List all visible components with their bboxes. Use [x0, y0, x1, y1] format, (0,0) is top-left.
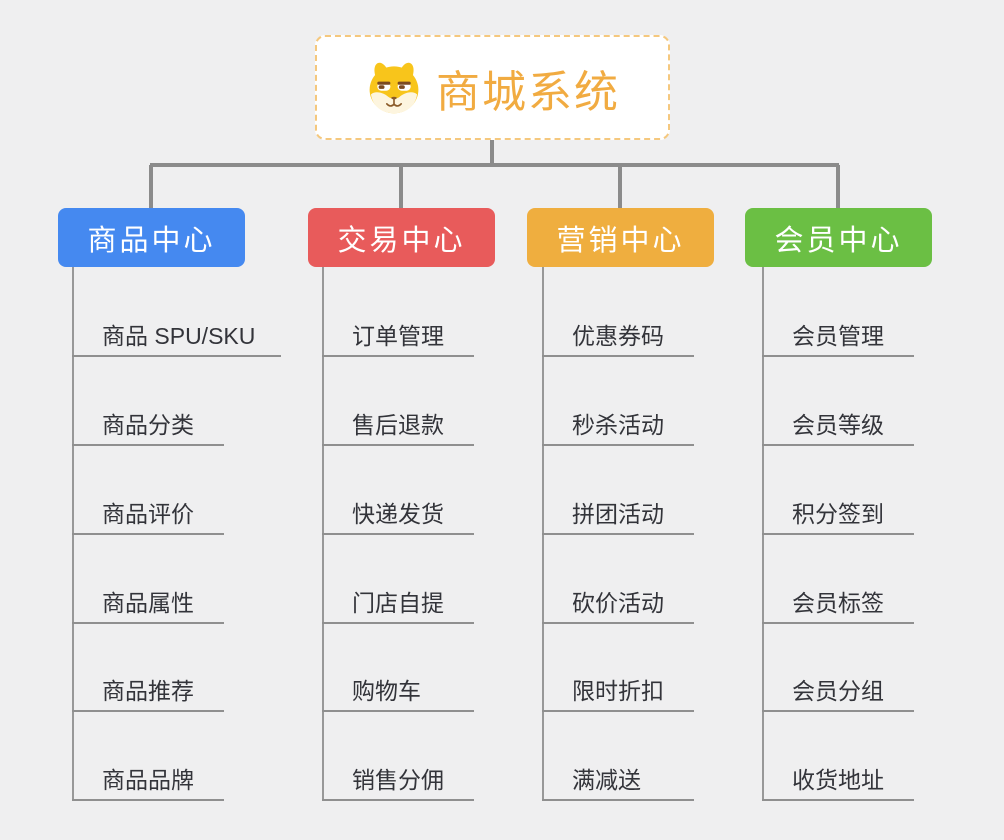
leaf-node[interactable]: 订单管理 — [322, 317, 474, 357]
connector-drop-products — [149, 165, 153, 208]
leaf-node[interactable]: 快递发货 — [322, 495, 474, 535]
leaf-node[interactable]: 收货地址 — [762, 761, 914, 801]
leaf-label: 会员分组 — [792, 678, 884, 704]
leaf-label: 限时折扣 — [572, 678, 664, 704]
leaf-node[interactable]: 商品属性 — [72, 584, 224, 624]
leaf-node[interactable]: 会员分组 — [762, 672, 914, 712]
leaf-node[interactable]: 满减送 — [542, 761, 694, 801]
leaf-label: 满减送 — [572, 767, 641, 793]
leaf-node[interactable]: 商品 SPU/SKU — [72, 317, 282, 357]
leaf-node[interactable]: 商品推荐 — [72, 672, 224, 712]
leaf-node[interactable]: 会员管理 — [762, 317, 914, 357]
leaf-label: 商品评价 — [102, 501, 194, 527]
branch-node-products[interactable]: 商品中心 — [58, 208, 245, 267]
leaf-node[interactable]: 商品分类 — [72, 406, 224, 446]
leaf-label: 购物车 — [352, 678, 421, 704]
connector-rail — [150, 163, 839, 167]
leaf-node[interactable]: 会员等级 — [762, 406, 914, 446]
leaf-label: 收货地址 — [792, 767, 884, 793]
connector-root-stem — [490, 140, 494, 165]
connector-drop-trade — [399, 165, 403, 208]
branch-node-members[interactable]: 会员中心 — [745, 208, 932, 267]
leaf-node[interactable]: 门店自提 — [322, 584, 474, 624]
leaf-node[interactable]: 优惠券码 — [542, 317, 694, 357]
leaf-label: 商品品牌 — [102, 767, 194, 793]
leaf-label: 售后退款 — [352, 412, 444, 438]
leaf-label: 砍价活动 — [572, 590, 664, 616]
connector-drop-members — [836, 165, 840, 208]
leaf-label: 优惠券码 — [572, 323, 664, 349]
leaf-label: 商品 SPU/SKU — [102, 323, 256, 349]
leaf-node[interactable]: 销售分佣 — [322, 761, 474, 801]
leaf-node[interactable]: 购物车 — [322, 672, 474, 712]
leaf-label: 会员标签 — [792, 590, 884, 616]
leaf-label: 积分签到 — [792, 501, 884, 527]
leaf-label: 会员管理 — [792, 323, 884, 349]
leaf-label: 会员等级 — [792, 412, 884, 438]
leaf-node[interactable]: 秒杀活动 — [542, 406, 694, 446]
leaf-node[interactable]: 售后退款 — [322, 406, 474, 446]
leaf-label: 商品推荐 — [102, 678, 194, 704]
leaf-node[interactable]: 积分签到 — [762, 495, 914, 535]
leaf-label: 销售分佣 — [352, 767, 444, 793]
leaf-node[interactable]: 会员标签 — [762, 584, 914, 624]
leaf-node[interactable]: 商品评价 — [72, 495, 224, 535]
root-title: 商城系统 — [436, 67, 620, 117]
leaf-label: 拼团活动 — [572, 501, 664, 527]
connector-drop-marketing — [618, 165, 622, 208]
leaf-node[interactable]: 砍价活动 — [542, 584, 694, 624]
leaf-label: 商品属性 — [102, 590, 194, 616]
leaf-node[interactable]: 拼团活动 — [542, 495, 694, 535]
leaf-label: 快递发货 — [352, 501, 444, 527]
leaf-label: 商品分类 — [102, 412, 194, 438]
root-node[interactable]: 商城系统 — [315, 35, 670, 140]
branch-node-marketing[interactable]: 营销中心 — [527, 208, 714, 267]
dog-face-icon — [369, 62, 419, 113]
leaf-label: 门店自提 — [352, 590, 444, 616]
leaf-label: 订单管理 — [352, 323, 444, 349]
leaf-node[interactable]: 商品品牌 — [72, 761, 224, 801]
leaf-label: 秒杀活动 — [572, 412, 664, 438]
branch-node-trade[interactable]: 交易中心 — [308, 208, 495, 267]
leaf-node[interactable]: 限时折扣 — [542, 672, 694, 712]
